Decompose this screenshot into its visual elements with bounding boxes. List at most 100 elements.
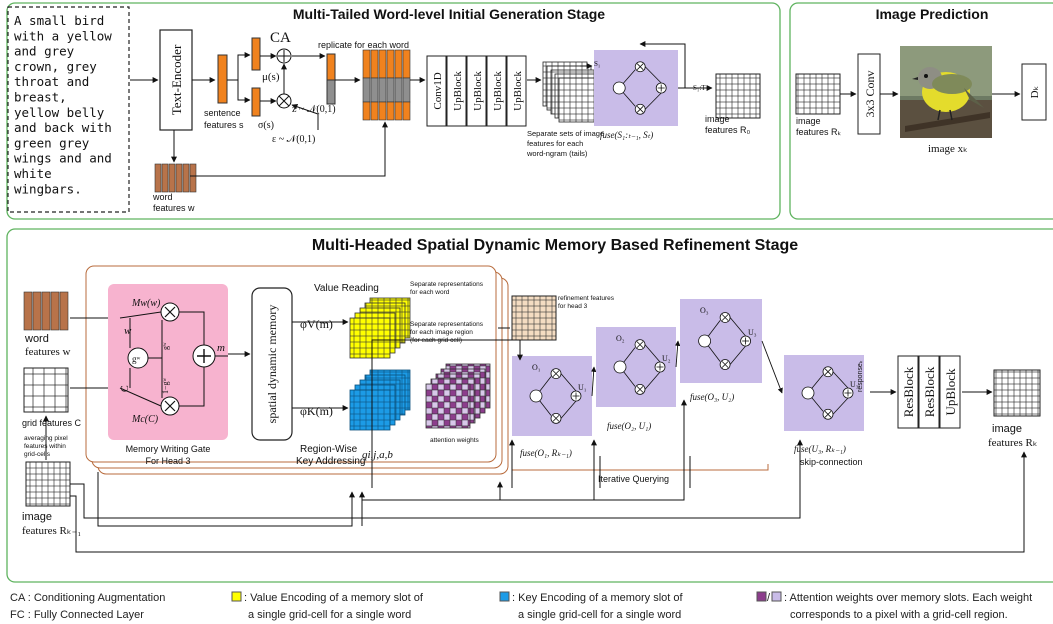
- rk-input-label: image: [796, 116, 821, 126]
- z-vector-gray: [326, 79, 336, 105]
- grid-features-c: [23, 367, 69, 413]
- upblock: [486, 55, 507, 127]
- iterative-label: Iterative Querying: [598, 474, 669, 484]
- gate-op-icon: [801, 386, 815, 400]
- word-features-label: word: [152, 192, 173, 202]
- caption-line: wingbars.: [14, 181, 82, 196]
- fuse-s1-label: fuse(S₁:ₜ₋₁, Sₜ): [600, 130, 653, 140]
- c-label: C: [120, 385, 131, 392]
- rk-1-label-2: features Rₖ₋₁: [22, 525, 81, 537]
- rk-input-label-2: features Rₖ: [796, 127, 842, 137]
- tails-caption-1: Separate sets of image: [527, 129, 604, 138]
- q-label: qi,j,a,b: [362, 449, 393, 461]
- fuse4-wire: [832, 397, 849, 415]
- mu-vector: [251, 37, 261, 71]
- skip-label: skip-connection: [800, 457, 863, 467]
- add-op-icon-mark: [572, 392, 580, 400]
- gate-op-icon: [529, 389, 543, 403]
- fuse4-label: fuse(U₃, Rₖ₋₁): [794, 444, 846, 454]
- mw-label: Mw(w): [131, 298, 161, 309]
- attention-weight-slot: [425, 383, 471, 429]
- caption-line: and grey: [14, 44, 75, 59]
- stage2-panel: [789, 2, 1053, 220]
- legend-attn-swatch-1: [756, 591, 767, 602]
- caption-line: green grey: [14, 135, 90, 150]
- word-vector: [41, 291, 51, 331]
- replicated-gray: [362, 77, 371, 103]
- word-vector: [175, 163, 183, 193]
- multiply-op-icon-mark: [636, 341, 644, 348]
- replicated-orange: [402, 49, 411, 79]
- rk-out-label-2: features Rₖ: [988, 437, 1038, 449]
- resblock: [897, 355, 919, 429]
- attention-weights-stack: [425, 363, 491, 429]
- word-vector: [59, 291, 69, 331]
- rk-input-grid: [795, 73, 841, 115]
- text-encoder-block: [159, 29, 193, 131]
- upblock: [506, 55, 527, 127]
- resblock-label: ResBlock: [922, 366, 937, 417]
- legend-key-swatch: [499, 591, 510, 602]
- caption-line: crown, grey: [14, 59, 97, 74]
- spatial-dynamic-memory: [251, 287, 293, 441]
- u-label: U₃: [748, 328, 757, 337]
- w-label: w: [124, 325, 132, 337]
- upblock-label: UpBlock: [512, 71, 524, 111]
- gw-label: gʷ: [132, 354, 141, 364]
- caption-line: wings and and: [14, 151, 112, 166]
- sep-region-1: Separate representations: [410, 321, 484, 328]
- add-op-icon-mark: [656, 363, 664, 371]
- averaging-note-3: grid-cells: [24, 451, 51, 458]
- phi-k-label: φK(m): [300, 404, 333, 418]
- gate-wire: [119, 387, 162, 407]
- fuse-chain-wire: [674, 340, 681, 368]
- rk-out-label: image: [992, 423, 1022, 435]
- legend-value-swatch: [231, 591, 242, 602]
- gate-title-2: For Head 3: [145, 456, 190, 466]
- multiply-op-icon-mark: [721, 361, 729, 368]
- sep-region-2: for each image region: [410, 329, 473, 336]
- caption-line: A small bird: [14, 13, 104, 28]
- resblock-label: UpBlock: [943, 368, 958, 415]
- replicated-gray: [378, 77, 387, 103]
- r0-label-2: features R₀: [705, 125, 751, 135]
- fuse-chain-wire: [590, 366, 597, 397]
- word-features-s3-label-2: features w: [25, 346, 71, 358]
- stage3-panel: [6, 228, 1053, 583]
- gate-op-icon: [613, 360, 627, 374]
- image-features-r0: [715, 73, 761, 119]
- legend-value-2: a single grid-cell for a single word: [248, 609, 411, 621]
- upblock: [446, 55, 467, 127]
- gate-wire: [179, 367, 205, 407]
- value-encoding-stack: [349, 297, 411, 359]
- sentence-features-label: sentence: [204, 108, 241, 118]
- image-features-rk-out: [993, 369, 1041, 417]
- stage1-panel: [6, 2, 781, 220]
- u-label: U₂: [662, 354, 671, 363]
- discriminator-block: [1021, 63, 1047, 121]
- multiply-op-mark: [164, 400, 176, 412]
- o-label: O₁: [532, 363, 541, 372]
- fuse1-label: fuse(O₁, Rₖ₋₁): [520, 448, 572, 458]
- word-vector: [154, 163, 162, 193]
- attention-weights-label: attention weights: [430, 437, 480, 444]
- gw-top-label: gʷ: [161, 342, 170, 350]
- tails-caption-2: features for each: [527, 139, 583, 148]
- conv-label: 3x3 Conv: [863, 70, 877, 117]
- legend-attn-swatch-2: [771, 591, 782, 602]
- key-encoding-slot: [349, 389, 391, 431]
- u-label: U₁: [578, 383, 587, 392]
- legend-ca: CA : Conditioning Augmentation: [10, 592, 165, 604]
- multiply-op-icon-mark: [552, 415, 560, 422]
- fuse3-wire: [729, 345, 746, 365]
- gate-op-icon: [612, 81, 626, 95]
- image-features-rk-1: [25, 461, 71, 507]
- multiply-op-icon-mark: [636, 386, 644, 393]
- multiply-op-mark: [164, 306, 176, 318]
- add-op-icon-mark: [657, 84, 665, 92]
- caption-line: breast,: [14, 90, 67, 105]
